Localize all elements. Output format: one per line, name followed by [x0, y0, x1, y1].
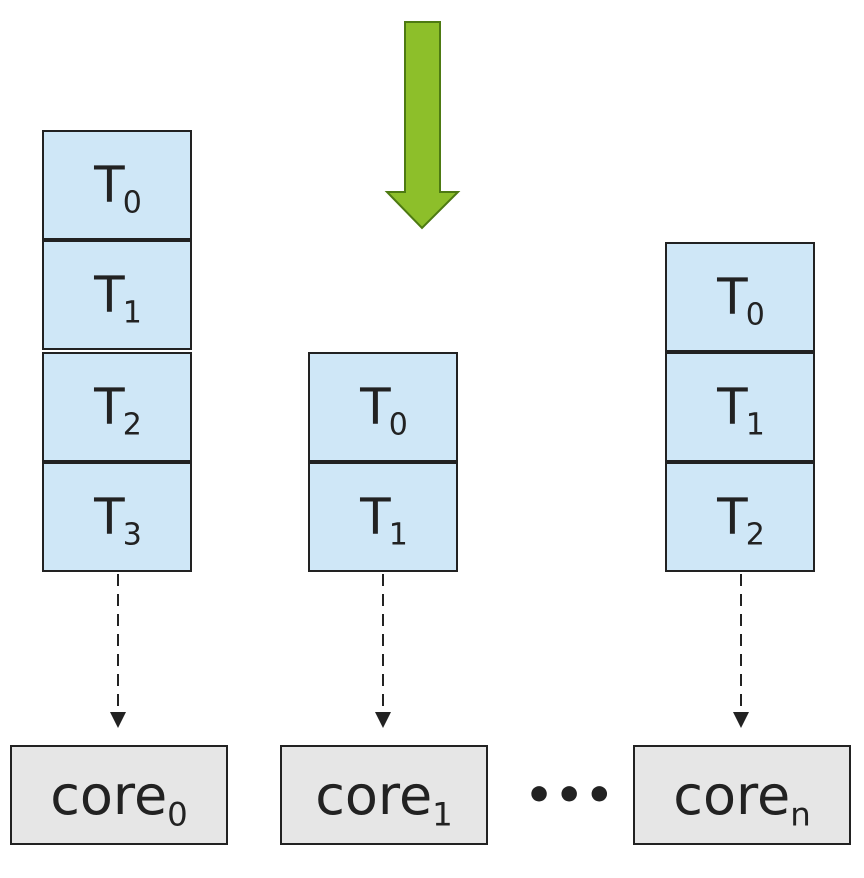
task-label: T0 [717, 268, 765, 333]
task-label: T1 [360, 488, 408, 553]
task-box: T1 [308, 462, 458, 572]
task-label: T0 [94, 156, 142, 221]
connector-arrowhead-2 [733, 712, 749, 728]
connector-arrowhead-1 [375, 712, 391, 728]
task-label: T1 [94, 266, 142, 331]
task-box: T3 [42, 462, 192, 572]
task-box: T0 [665, 242, 815, 352]
core-n-box: coren [633, 745, 851, 845]
incoming-task-arrow [384, 21, 461, 230]
task-box: T1 [665, 352, 815, 462]
task-box: T2 [42, 352, 192, 462]
core-label: core1 [315, 763, 453, 833]
task-label: T1 [717, 378, 765, 443]
core-0-box: core0 [10, 745, 228, 845]
task-label: T2 [94, 378, 142, 443]
task-label: T2 [717, 488, 765, 553]
task-label: T3 [94, 488, 142, 553]
task-box: T0 [308, 352, 458, 462]
task-box: T2 [665, 462, 815, 572]
connector-arrowhead-0 [110, 712, 126, 728]
task-box: T1 [42, 240, 192, 350]
task-label: T0 [360, 378, 408, 443]
core-1-box: core1 [280, 745, 488, 845]
task-box: T0 [42, 130, 192, 240]
core-label: core0 [50, 763, 188, 833]
ellipsis: ••• [525, 770, 616, 821]
core-label: coren [673, 763, 811, 833]
